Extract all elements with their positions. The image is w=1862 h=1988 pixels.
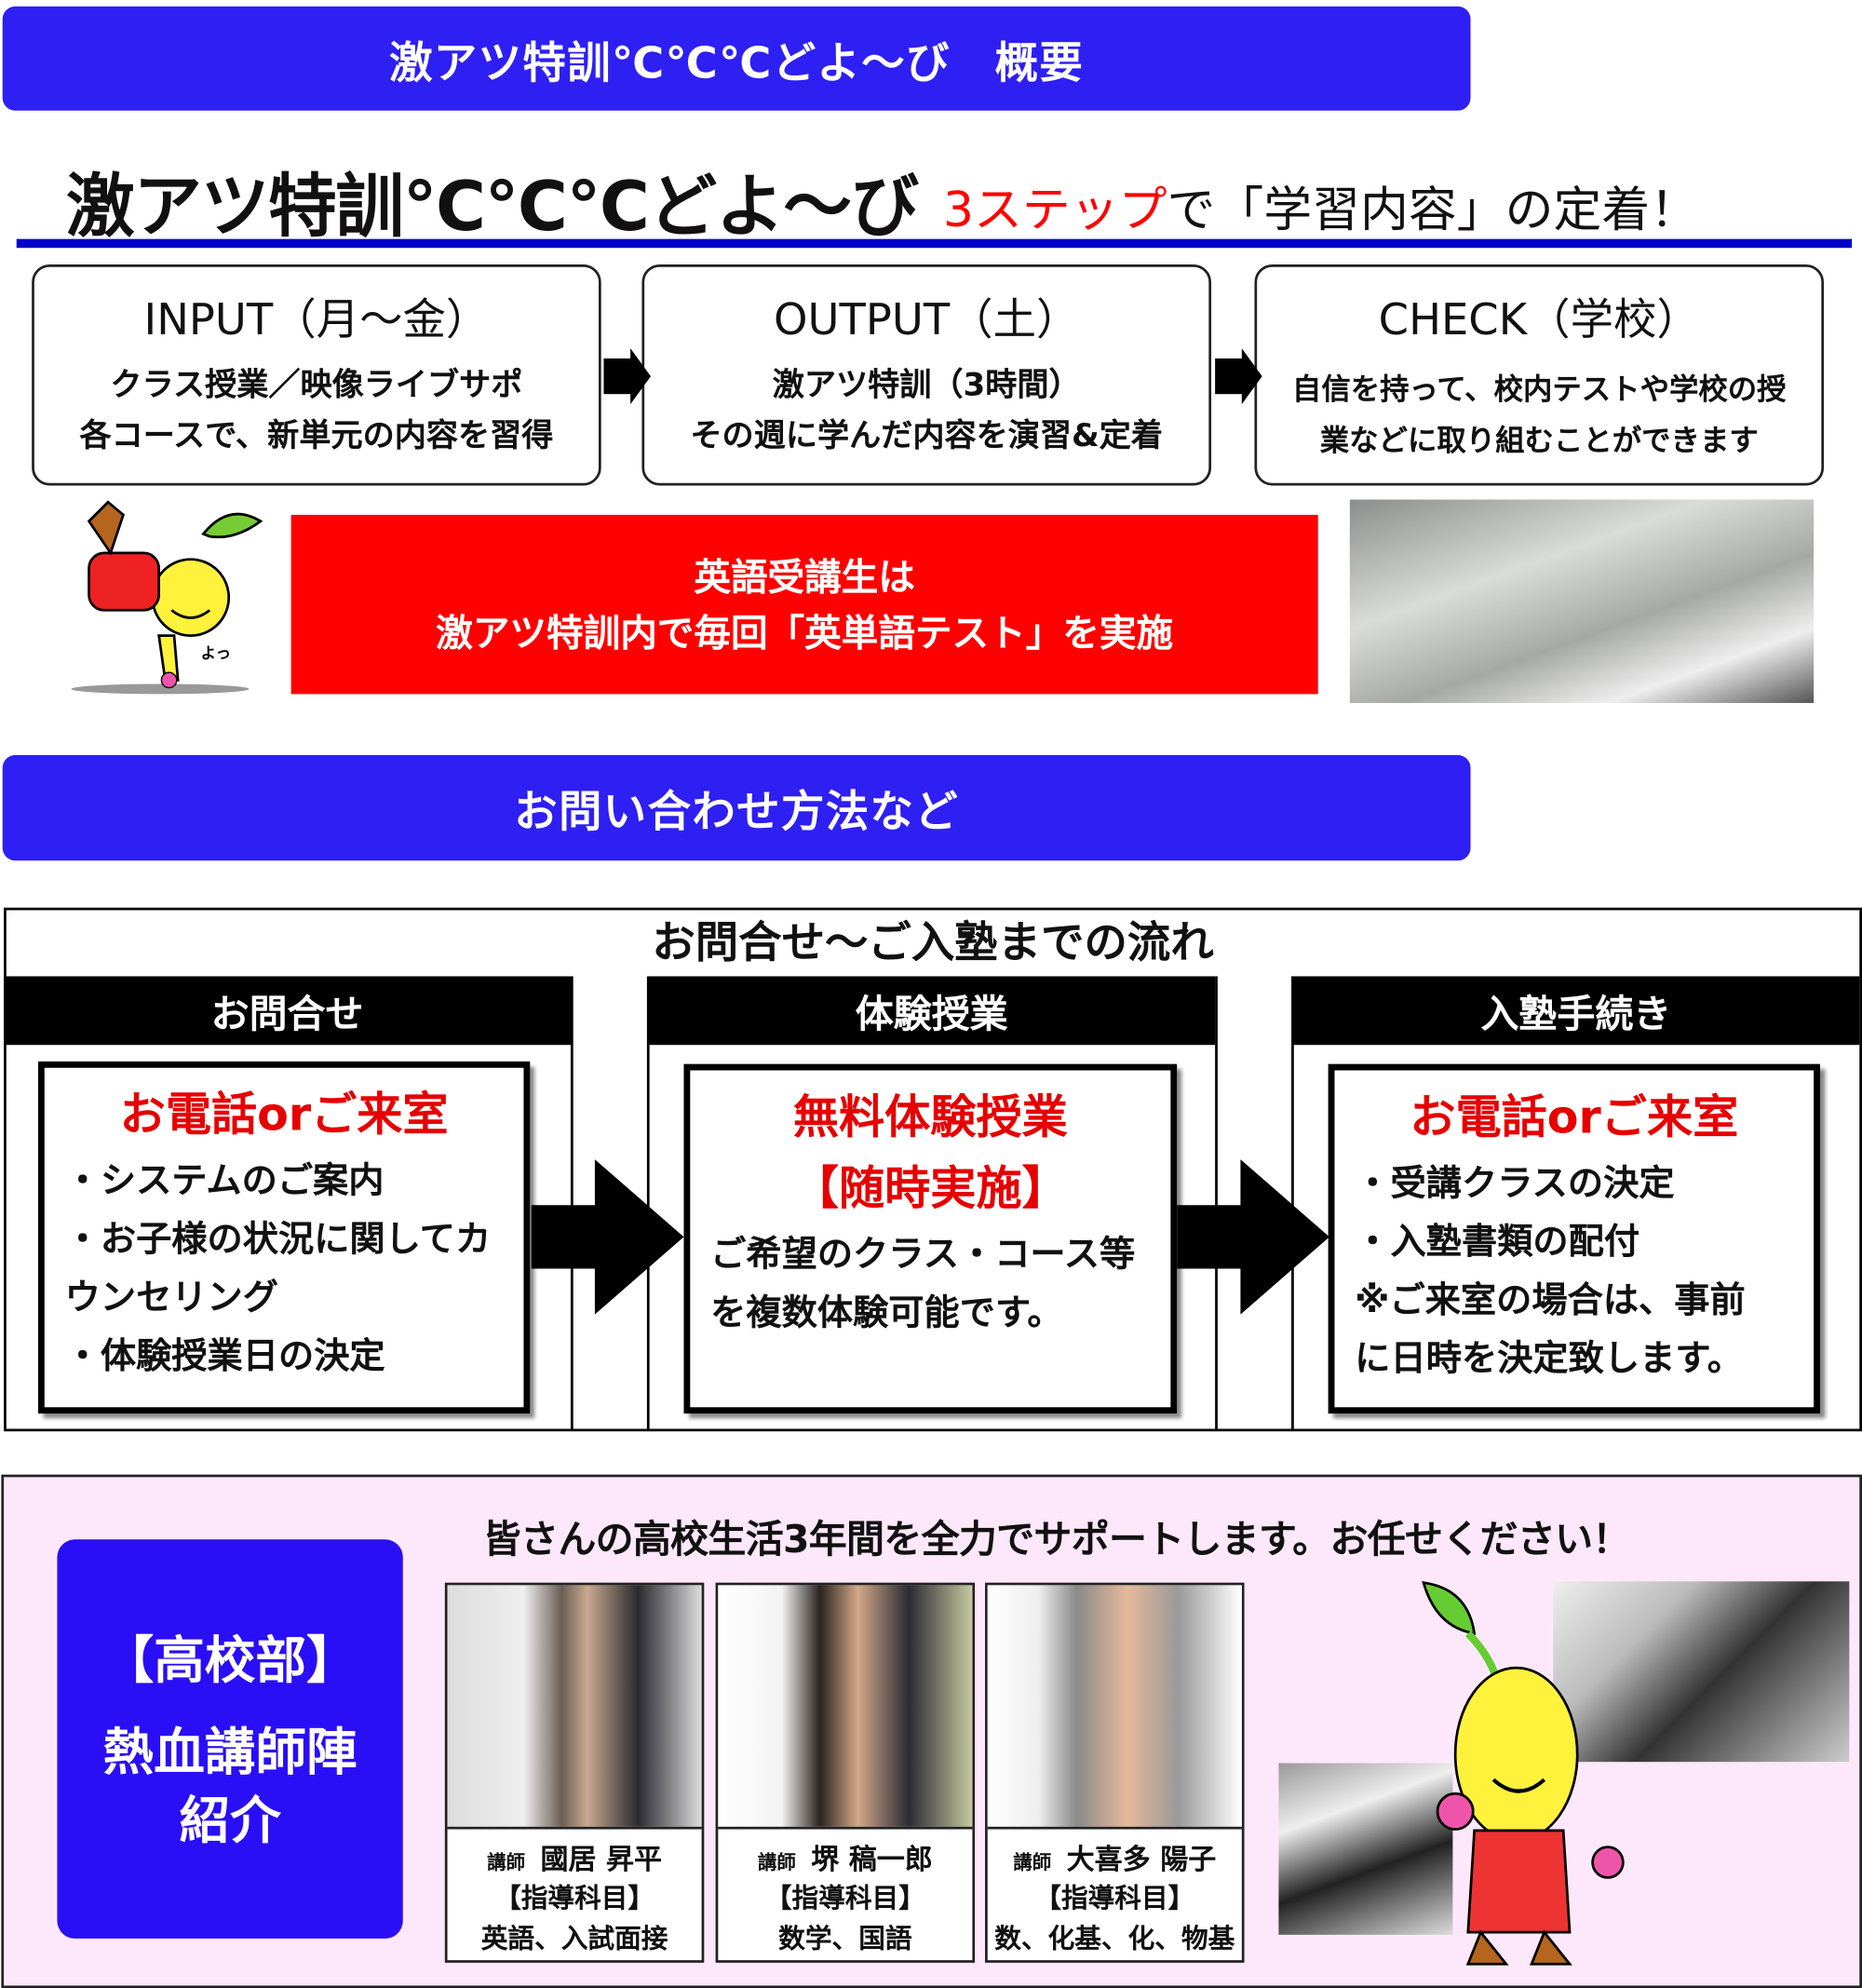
teacher-subjects: 数学、国語	[778, 1923, 912, 1954]
teacher-name: 講師國居 昇平	[448, 1837, 702, 1878]
title-underline	[16, 238, 1853, 249]
arrow-right-icon	[603, 358, 632, 395]
teacher-photo	[718, 1585, 973, 1830]
flow-box-title: お電話orご来室	[119, 1089, 449, 1142]
flow-step-enroll-header: 入塾手続き	[1292, 976, 1860, 1046]
badge-line: 【高校部】	[102, 1631, 358, 1691]
program-subtitle: 3ステップで「学習内容」の定着！	[943, 170, 1698, 240]
contact-header-text: お問い合わせ方法など	[514, 787, 960, 838]
step-line: クラス授業／映像ライブサポ	[110, 366, 523, 403]
step-title: OUTPUT（土）	[774, 294, 1080, 346]
flow-box-inquiry: お電話orご来室 ・システムのご案内 ・お子様の状況に関してカ ウンセリング ・…	[37, 1061, 531, 1414]
teacher-name: 講師堺 稿一郎	[718, 1837, 972, 1878]
teacher-name: 講師大喜多 陽子	[988, 1837, 1242, 1878]
mascot-illustration: よっ	[71, 500, 263, 695]
teacher-name-text: 堺 稿一郎	[811, 1844, 933, 1877]
flow-box-title: 無料体験授業	[792, 1091, 1068, 1144]
overview-header: 激アツ特訓℃℃℃どよ〜び 概要	[2, 6, 1471, 111]
teacher-card: 講師國居 昇平 【指導科目】 英語、入試面接	[444, 1582, 705, 1963]
step-line: 業などに取り組むことができます	[1319, 424, 1759, 458]
flow-line: ・システムのご案内	[64, 1159, 385, 1202]
badge-line: 紹介	[179, 1792, 281, 1851]
flow-line: を複数体験可能です。	[710, 1292, 1063, 1334]
arrow-right-icon	[1177, 1159, 1329, 1315]
classroom-photo	[1553, 1581, 1850, 1763]
badge-line: 熱血講師陣	[102, 1724, 358, 1783]
arrow-right-icon	[531, 1159, 684, 1315]
teacher-photo	[987, 1585, 1242, 1830]
teacher-card: 講師大喜多 陽子 【指導科目】 数、化基、化、物基	[985, 1582, 1245, 1963]
flow-line: ・受講クラスの決定	[1355, 1161, 1675, 1204]
subjects-label: 【指導科目】	[1034, 1882, 1195, 1914]
step-check: CHECK（学校） 自信を持って、校内テストや学校の授 業などに取り組むことがで…	[1254, 264, 1825, 486]
step-title: INPUT（月〜金）	[143, 294, 490, 346]
teachers-tagline: 皆さんの高校生活3年間を全力でサポートします。お任せください！	[482, 1518, 1631, 1562]
step-title: CHECK（学校）	[1378, 294, 1700, 346]
arrow-right-icon	[630, 348, 651, 405]
flow-step-trial-header: 体験授業	[648, 976, 1216, 1046]
flow-line: ※ご来室の場合は、事前	[1355, 1278, 1746, 1321]
flow-line: ・体験授業日の決定	[64, 1334, 385, 1377]
teacher-name-text: 大喜多 陽子	[1066, 1844, 1217, 1877]
notice-line: 英語受講生は	[694, 554, 915, 599]
divider	[646, 976, 650, 1429]
flow-box-title: お電話orご来室	[1410, 1091, 1739, 1144]
overview-header-text: 激アツ特訓℃℃℃どよ〜び 概要	[389, 37, 1085, 88]
flow-title: お問合せ〜ご入塾までの流れ	[652, 917, 1214, 969]
flow-line: に日時を決定致します。	[1355, 1337, 1743, 1380]
flow-step-inquiry-header: お問合せ	[4, 976, 571, 1046]
arrow-right-icon	[1215, 358, 1244, 395]
contact-header: お問い合わせ方法など	[2, 754, 1471, 861]
flow-line: ウンセリング	[64, 1276, 279, 1319]
step-line: 自信を持って、校内テストや学校の授	[1291, 373, 1787, 407]
english-test-notice: 英語受講生は 激アツ特訓内で毎回「英単語テスト」を実施	[290, 514, 1318, 695]
flow-box-enroll: お電話orご来室 ・受講クラスの決定 ・入塾書類の配付 ※ご来室の場合は、事前 …	[1328, 1063, 1820, 1414]
subtitle-highlight: 3ステップ	[942, 182, 1167, 238]
teacher-role: 講師	[1013, 1850, 1052, 1874]
step-output: OUTPUT（土） 激アツ特訓（3時間） その週に学んだ内容を演習&定着	[641, 264, 1212, 486]
divider	[570, 976, 573, 1429]
flow-line: ・入塾書類の配付	[1355, 1220, 1640, 1263]
divider	[1215, 976, 1218, 1429]
subjects-label: 【指導科目】	[764, 1882, 925, 1914]
teacher-name-text: 國居 昇平	[540, 1844, 663, 1877]
step-line: その週に学んだ内容を演習&定着	[690, 416, 1164, 454]
teacher-subjects: 英語、入試面接	[480, 1923, 668, 1954]
program-title: 激アツ特訓℃℃℃どよ〜び	[65, 166, 919, 247]
step-input: INPUT（月〜金） クラス授業／映像ライブサポ 各コースで、新単元の内容を習得	[32, 264, 601, 486]
teacher-subjects: 数、化基、化、物基	[994, 1923, 1235, 1954]
step-line: 各コースで、新単元の内容を習得	[79, 416, 554, 454]
flow-panel: お問合せ〜ご入塾までの流れ	[4, 907, 1862, 1432]
flow-line: ・お子様の状況に関してカ	[64, 1217, 492, 1260]
arrow-right-icon	[1241, 348, 1262, 405]
teachers-badge: 【高校部】 熱血講師陣 紹介	[57, 1539, 403, 1939]
subjects-label: 【指導科目】	[494, 1882, 655, 1914]
flow-box-title: 【随時実施】	[792, 1163, 1068, 1216]
teacher-role: 講師	[757, 1850, 796, 1874]
teacher-role: 講師	[487, 1850, 526, 1874]
teacher-card: 講師堺 稿一郎 【指導科目】 数学、国語	[715, 1582, 976, 1963]
classroom-photo	[1278, 1763, 1453, 1935]
flow-line: ご希望のクラス・コース等	[710, 1233, 1136, 1276]
mascot-caption: よっ	[201, 644, 231, 662]
subtitle-rest: で「学習内容」の定着！	[1167, 182, 1699, 238]
divider	[1291, 976, 1294, 1429]
teacher-photo	[447, 1585, 702, 1830]
flow-box-trial: 無料体験授業 【随時実施】 ご希望のクラス・コース等 を複数体験可能です。	[683, 1063, 1178, 1414]
notice-line: 激アツ特訓内で毎回「英単語テスト」を実施	[436, 610, 1174, 655]
mascot-illustration	[1422, 1581, 1625, 1966]
step-line: 激アツ特訓（3時間）	[772, 366, 1081, 403]
classroom-photo	[1349, 499, 1815, 703]
